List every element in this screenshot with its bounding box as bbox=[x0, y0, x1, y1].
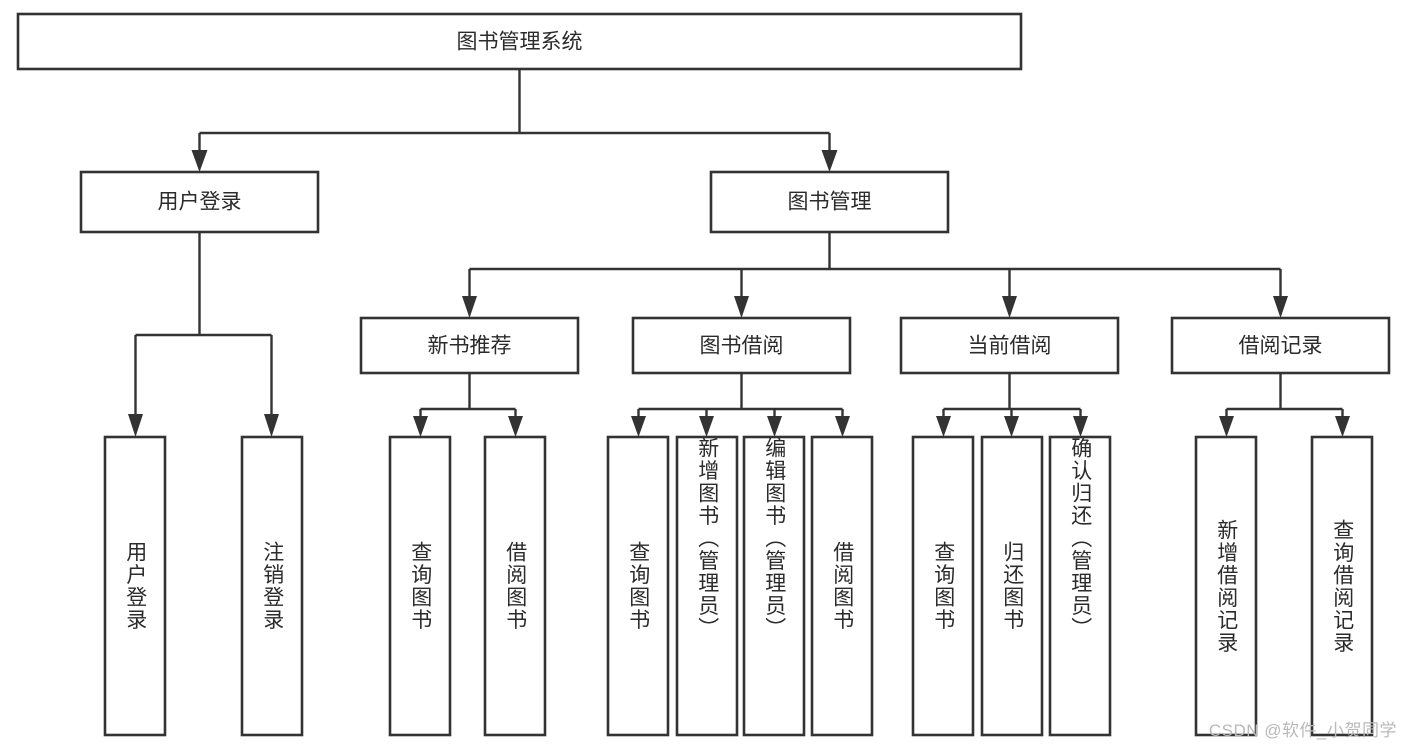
arrowhead-leaf-query-book-current bbox=[936, 416, 951, 437]
node-borrow-record-label: 借阅记录 bbox=[1239, 335, 1323, 358]
arrowhead-current-borrow bbox=[1002, 296, 1017, 318]
node-leaf-confirm-return-admin-rect[interactable] bbox=[1048, 435, 1112, 737]
node-borrow-record[interactable]: 借阅记录 bbox=[1170, 316, 1391, 375]
node-leaf-query-book-current-rect[interactable] bbox=[911, 435, 975, 737]
arrowhead-leaf-query-book-recommend bbox=[413, 416, 428, 437]
node-leaf-user-login-rect[interactable] bbox=[103, 435, 167, 737]
arrowhead-new-book-recommend bbox=[462, 296, 477, 318]
connector-group-current-borrow bbox=[936, 373, 1088, 437]
node-leaf-add-book-admin-rect[interactable] bbox=[675, 435, 739, 737]
connector-group-book-borrow bbox=[631, 373, 850, 437]
node-leaf-user-logout-rect[interactable] bbox=[240, 435, 304, 737]
arrowhead-leaf-add-borrow-record bbox=[1219, 416, 1234, 437]
arrowhead-user-login bbox=[191, 150, 208, 172]
node-leaf-add-borrow-record-rect[interactable] bbox=[1194, 435, 1258, 737]
arrowhead-leaf-add-book-admin bbox=[699, 416, 714, 437]
arrowhead-leaf-user-login bbox=[128, 414, 143, 437]
node-current-borrow-rect[interactable] bbox=[899, 316, 1120, 375]
node-current-borrow-label: 当前借阅 bbox=[968, 335, 1052, 358]
node-book-management-rect[interactable] bbox=[709, 170, 950, 234]
arrowhead-leaf-return-book bbox=[1004, 416, 1019, 437]
node-new-book-recommend-rect[interactable] bbox=[359, 316, 580, 375]
node-new-book-recommend-label: 新书推荐 bbox=[428, 335, 512, 358]
connector-group-borrow-record bbox=[1219, 373, 1350, 437]
node-leaf-borrow-book-rect[interactable] bbox=[810, 435, 874, 737]
arrowhead-borrow-record bbox=[1273, 296, 1288, 318]
arrowhead-leaf-borrow-book bbox=[835, 416, 850, 437]
node-user-login-label: 用户登录 bbox=[158, 191, 242, 214]
node-leaf-query-book-borrow-rect[interactable] bbox=[606, 435, 670, 737]
connector-group-book-management bbox=[462, 232, 1288, 318]
node-user-login-rect[interactable] bbox=[79, 170, 320, 234]
node-root[interactable]: 图书管理系统 bbox=[16, 12, 1023, 71]
node-current-borrow[interactable]: 当前借阅 bbox=[899, 316, 1120, 375]
node-leaf-query-borrow-record-rect[interactable] bbox=[1310, 435, 1374, 737]
connector-group-user-login bbox=[128, 232, 279, 437]
arrowhead-leaf-user-logout bbox=[264, 414, 279, 437]
arrowhead-book-borrow bbox=[734, 296, 749, 318]
connector-group-new-book-recommend bbox=[413, 373, 523, 437]
arrowhead-leaf-borrow-book-recommend bbox=[508, 416, 523, 437]
node-user-login[interactable]: 用户登录 bbox=[79, 170, 320, 234]
node-leaf-query-book-recommend-rect[interactable] bbox=[388, 435, 452, 737]
node-borrow-record-rect[interactable] bbox=[1170, 316, 1391, 375]
node-leaf-borrow-book-recommend-rect[interactable] bbox=[483, 435, 547, 737]
arrowhead-leaf-query-borrow-record bbox=[1335, 416, 1350, 437]
node-new-book-recommend[interactable]: 新书推荐 bbox=[359, 316, 580, 375]
arrowhead-leaf-confirm-return-admin bbox=[1073, 416, 1088, 437]
arrowhead-leaf-edit-book-admin bbox=[767, 416, 782, 437]
node-book-borrow-rect[interactable] bbox=[631, 316, 852, 375]
node-book-borrow[interactable]: 图书借阅 bbox=[631, 316, 852, 375]
node-book-management-label: 图书管理 bbox=[788, 191, 872, 214]
node-root-rect[interactable] bbox=[16, 12, 1023, 71]
arrowhead-book-management bbox=[821, 150, 838, 172]
node-root-label: 图书管理系统 bbox=[457, 31, 583, 54]
node-book-management[interactable]: 图书管理 bbox=[709, 170, 950, 234]
arrowhead-leaf-query-book-borrow bbox=[631, 416, 646, 437]
connector-group-root bbox=[191, 69, 838, 172]
node-leaf-edit-book-admin-rect[interactable] bbox=[742, 435, 806, 737]
node-book-borrow-label: 图书借阅 bbox=[700, 335, 784, 358]
node-leaf-return-book-rect[interactable] bbox=[980, 435, 1044, 737]
csdn-watermark: CSDN @软件_小贺同学 bbox=[1208, 721, 1397, 740]
